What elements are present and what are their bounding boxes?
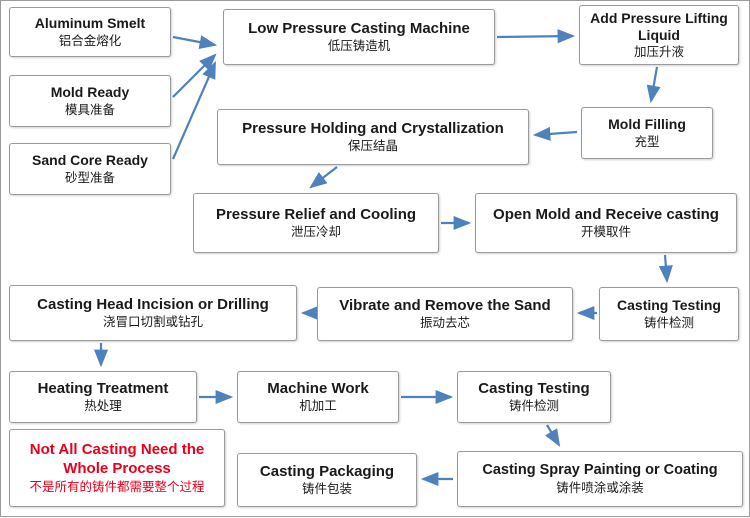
node-casting-head-incision-or-drilling[interactable]: Casting Head Incision or Drilling 浇冒口切割或… [9, 285, 297, 341]
arrow-sand-core-to-machine [171, 60, 217, 160]
node-label-cn: 铸件检测 [643, 315, 694, 330]
node-label-cn: 铸件检测 [508, 399, 559, 414]
node-label-en: Casting Testing [617, 297, 721, 314]
node-mold-filling[interactable]: Mold Filling 充型 [581, 107, 713, 159]
node-label-cn: 砂型准备 [64, 170, 115, 185]
node-machine-work[interactable]: Machine Work 机加工 [237, 371, 399, 423]
node-label-en: Pressure Holding and Crystallization [242, 119, 504, 137]
node-label-en: Casting Head Incision or Drilling [37, 295, 269, 313]
node-label-cn: 铝合金熔化 [58, 33, 122, 48]
node-label-cn: 充型 [634, 134, 660, 149]
node-pressure-relief-and-cooling[interactable]: Pressure Relief and Cooling 泄压冷却 [193, 193, 439, 253]
node-label-cn: 热处理 [84, 399, 122, 414]
node-vibrate-and-remove-the-sand[interactable]: Vibrate and Remove the Sand 振动去芯 [317, 287, 573, 341]
arrow-add-pressure-to-mold-filling [646, 66, 661, 104]
node-label-en: Mold Ready [50, 84, 130, 101]
node-label-en: Vibrate and Remove the Sand [339, 296, 551, 314]
node-pressure-holding-and-crystallization[interactable]: Pressure Holding and Crystallization 保压结… [217, 109, 529, 165]
node-casting-packaging[interactable]: Casting Packaging 铸件包装 [237, 453, 417, 507]
node-label-cn: 开模取件 [580, 225, 631, 240]
node-label-en: Machine Work [267, 379, 369, 397]
node-label-en: Mold Filling [608, 116, 686, 133]
arrow-mold-ready-to-machine [172, 53, 217, 98]
node-label-cn: 低压铸造机 [327, 39, 391, 54]
node-label-en: Open Mold and Receive casting [493, 205, 719, 223]
node-label-cn: 泄压冷却 [290, 225, 341, 240]
node-label-en: Not All Casting Need the Whole Process [29, 440, 205, 477]
arrow-machine-to-add-pressure [496, 29, 576, 44]
node-label-cn: 加压升液 [633, 44, 684, 59]
node-label-en: Low Pressure Casting Machine [248, 19, 470, 37]
arrow-aluminum-to-machine [172, 35, 218, 50]
node-label-cn: 模具准备 [64, 102, 115, 117]
node-label-en: Aluminum Smelt [34, 15, 146, 32]
node-label-cn: 不是所有的铸件都需要整个过程 [29, 480, 205, 495]
node-label-en: Casting Testing [478, 379, 590, 397]
node-open-mold-and-receive-casting[interactable]: Open Mold and Receive casting 开模取件 [475, 193, 737, 253]
node-casting-testing-2[interactable]: Casting Testing 铸件检测 [457, 371, 611, 423]
node-add-pressure-lifting-liquid[interactable]: Add Pressure Lifting Liquid 加压升液 [579, 5, 739, 65]
node-label-en: Add Pressure Lifting Liquid [590, 10, 728, 43]
node-casting-spray-painting-or-coating[interactable]: Casting Spray Painting or Coating 铸件喷涂或涂… [457, 451, 743, 507]
node-label-en: Sand Core Ready [32, 152, 148, 169]
node-mold-ready[interactable]: Mold Ready 模具准备 [9, 75, 171, 127]
node-not-all-casting-need-the-whole-process[interactable]: Not All Casting Need the Whole Process 不… [9, 429, 225, 507]
node-aluminum-smelt[interactable]: Aluminum Smelt 铝合金熔化 [9, 7, 171, 57]
node-label-cn: 铸件包装 [301, 482, 352, 497]
arrow-open-mold-to-testing [658, 254, 673, 284]
node-label-en: Casting Packaging [259, 462, 395, 480]
node-label-cn: 振动去芯 [419, 316, 470, 331]
node-sand-core-ready[interactable]: Sand Core Ready 砂型准备 [9, 143, 171, 195]
arrow-mold-filling-to-holding [532, 126, 578, 141]
arrow-testing2-to-spray [545, 424, 561, 447]
arrow-holding-to-relief [309, 166, 338, 189]
node-label-cn: 铸件喷涂或涂装 [556, 480, 644, 495]
node-heating-treatment[interactable]: Heating Treatment 热处理 [9, 371, 197, 423]
node-label-en: Heating Treatment [37, 379, 169, 397]
node-label-en: Pressure Relief and Cooling [215, 205, 417, 223]
node-label-en: Casting Spray Painting or Coating [482, 462, 718, 479]
node-label-cn: 机加工 [299, 399, 337, 414]
node-label-cn: 保压结晶 [347, 139, 398, 154]
node-label-cn: 浇冒口切割或钻孔 [102, 315, 203, 330]
node-casting-testing-1[interactable]: Casting Testing 铸件检测 [599, 287, 739, 341]
node-low-pressure-casting-machine[interactable]: Low Pressure Casting Machine 低压铸造机 [223, 9, 495, 65]
